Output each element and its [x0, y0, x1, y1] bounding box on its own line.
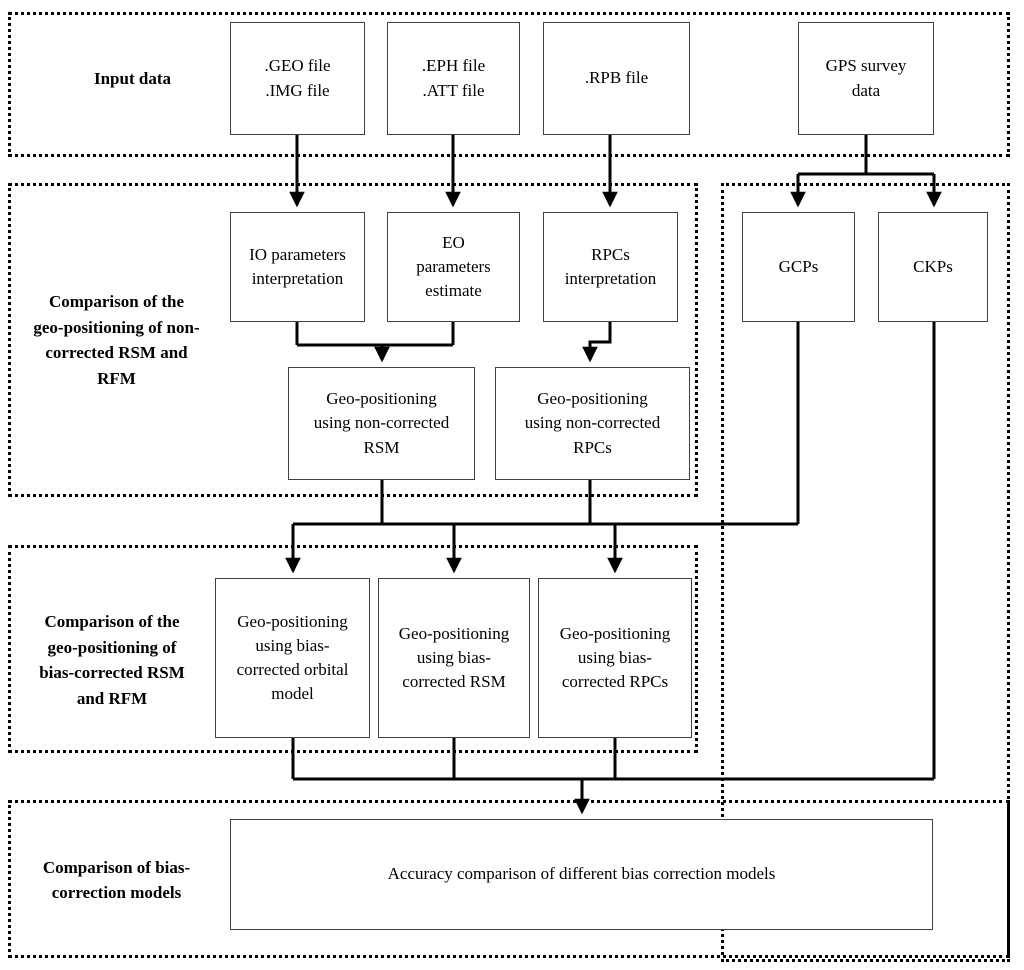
node-line: using bias- [416, 647, 492, 667]
node-line: .GEO file [264, 56, 331, 76]
section-label-bias-correction-models: Comparison of bias- correction models [14, 845, 219, 915]
panel-gps-points [721, 183, 1010, 962]
node-line: CKPs [913, 256, 953, 276]
panel-bias-corrected-comparison [8, 545, 698, 753]
node-line: corrected RSM [402, 672, 506, 692]
section-label-bias-corrected: Comparison of the geo-positioning of bia… [8, 595, 216, 725]
section-label-line: bias-corrected RSM [39, 663, 185, 682]
section-label-non-corrected: Comparison of the geo-positioning of non… [14, 275, 219, 405]
node-line: IO parameters [249, 244, 346, 264]
node-line: using bias- [255, 635, 330, 655]
node-line: interpretation [251, 269, 344, 288]
node-line: data [851, 80, 881, 100]
node-line: using non-corrected [313, 413, 450, 433]
node-geo-positioning-bias-corrected-rpcs[interactable]: Geo-positioning using bias- corrected RP… [538, 578, 692, 738]
section-label-line: Comparison of bias- [42, 857, 191, 877]
node-line: .IMG file [265, 80, 330, 100]
node-ckps[interactable]: CKPs [878, 212, 988, 322]
node-line: GPS survey [825, 56, 907, 76]
node-line: corrected orbital [236, 660, 349, 679]
node-line: RPCs [591, 244, 630, 264]
panel-non-corrected-comparison [8, 183, 698, 497]
section-label-line: Comparison of the [44, 612, 180, 631]
node-line: RSM [363, 437, 400, 457]
node-geo-positioning-non-corrected-rsm[interactable]: Geo-positioning using non-corrected RSM [288, 367, 475, 480]
node-gps-survey-data[interactable]: GPS survey data [798, 22, 934, 135]
node-line: RPCs [573, 437, 612, 457]
section-label-line: geo-positioning of non- [33, 317, 200, 337]
panel-bias-correction-models [8, 800, 1010, 958]
node-io-parameters-interpretation[interactable]: IO parameters interpretation [230, 212, 365, 322]
node-line: Accuracy comparison of different bias co… [387, 864, 776, 884]
node-geo-positioning-bias-corrected-orbital-model[interactable]: Geo-positioning using bias- corrected or… [215, 578, 370, 738]
node-geo-positioning-non-corrected-rpcs[interactable]: Geo-positioning using non-corrected RPCs [495, 367, 690, 480]
node-line: corrected RPCs [561, 672, 669, 692]
node-line: parameters [416, 256, 491, 276]
node-gcps[interactable]: GCPs [742, 212, 855, 322]
node-accuracy-comparison[interactable]: Accuracy comparison of different bias co… [230, 819, 933, 930]
node-eo-parameters-estimate[interactable]: EO parameters estimate [387, 212, 520, 322]
node-line: Geo-positioning [559, 623, 671, 643]
section-label-line: geo-positioning of [47, 637, 177, 657]
node-line: .EPH file [421, 56, 486, 76]
panel-input-data [8, 12, 1010, 157]
section-label-line: RFM [97, 368, 136, 388]
section-label-line: corrected RSM and [45, 343, 188, 362]
node-rpcs-interpretation[interactable]: RPCs interpretation [543, 212, 678, 322]
node-line: Geo-positioning [237, 611, 348, 631]
node-line: EO [442, 232, 465, 252]
node-line: .RPB file [584, 68, 649, 88]
node-line: using non-corrected [524, 413, 661, 433]
section-label-input-data: Input data [35, 50, 230, 108]
node-line: model [271, 684, 314, 704]
node-line: Geo-positioning [326, 389, 437, 409]
node-line: using bias- [577, 647, 653, 667]
section-label-line: Comparison of the [48, 292, 185, 311]
node-line: GCPs [778, 256, 819, 276]
node-line: estimate [425, 281, 482, 301]
node-geo-positioning-bias-corrected-rsm[interactable]: Geo-positioning using bias- corrected RS… [378, 578, 530, 738]
node-line: Geo-positioning [398, 623, 510, 643]
node-line: .ATT file [422, 80, 485, 100]
section-label-line: and RFM [76, 688, 148, 708]
node-geo-img-file[interactable]: .GEO file .IMG file [230, 22, 365, 135]
node-eph-att-file[interactable]: .EPH file .ATT file [387, 22, 520, 135]
node-rpb-file[interactable]: .RPB file [543, 22, 690, 135]
section-label-line: correction models [51, 883, 182, 902]
section-label-line: Input data [93, 69, 171, 89]
node-line: Geo-positioning [537, 389, 648, 409]
node-line: interpretation [564, 269, 657, 288]
